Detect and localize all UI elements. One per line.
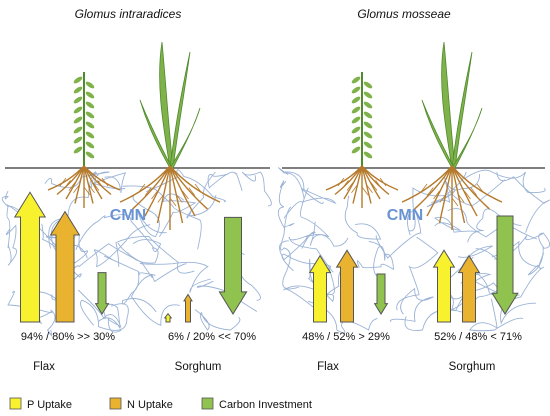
hypha-strand — [404, 281, 508, 331]
hypha-strand — [280, 206, 299, 290]
hypha-strand — [390, 287, 434, 323]
hypha-strand — [300, 187, 330, 246]
hypha-strand — [139, 261, 211, 293]
arrow-flax-p-uptake-left — [13, 191, 47, 323]
hypha-strand — [5, 224, 18, 266]
arrow-flax-n-uptake-right — [335, 249, 359, 323]
hypha-strand — [464, 169, 546, 194]
hypha-strand — [307, 300, 378, 334]
ratio-flax-left: 94% / 80% >> 30% — [21, 331, 115, 343]
hypha-strand — [146, 169, 227, 203]
panel-title-left: Glomus intraradices — [75, 7, 182, 21]
hypha-strand — [288, 231, 334, 273]
sorghum-plant-right-roots — [401, 165, 503, 230]
cmn-label-left: CMN — [110, 207, 146, 224]
hypha-strand — [433, 216, 480, 233]
uptake-arrows — [13, 191, 519, 323]
plants — [47, 41, 503, 230]
hypha-strand — [283, 187, 337, 219]
arrow-flax-p-uptake-right — [308, 254, 332, 323]
plant-name-sorghum-left: Sorghum — [175, 361, 222, 373]
flax-plant-left — [73, 72, 95, 168]
hypha-strand — [92, 172, 127, 194]
arrow-flax-carbon-left — [94, 272, 110, 315]
legend-label-n-uptake: N Uptake — [127, 399, 173, 411]
arrow-sorghum-n-uptake-right — [457, 254, 481, 323]
hypha-strand — [80, 299, 129, 331]
arrow-sorghum-p-uptake-left — [163, 312, 173, 323]
arrow-sorghum-p-uptake-right — [432, 249, 456, 323]
legend-swatch-n-uptake — [109, 397, 122, 410]
hypha-strand — [396, 236, 439, 311]
hypha-strand — [408, 171, 467, 232]
hypha-strand — [48, 217, 82, 284]
plant-name-sorghum-right: Sorghum — [449, 361, 496, 373]
hypha-strand — [127, 239, 162, 264]
hypha-strand — [194, 309, 241, 331]
hypha-strand — [186, 171, 217, 219]
legend: P Uptake N Uptake Carbon Investment — [9, 397, 312, 411]
arrow-sorghum-carbon-left — [218, 216, 248, 315]
hypha-strand — [447, 208, 538, 240]
hypha-strand — [443, 174, 506, 207]
hypha-strand — [41, 223, 88, 264]
hypha-strand — [207, 171, 243, 191]
legend-label-carbon-investment: Carbon Investment — [219, 399, 312, 411]
hypha-strand — [115, 236, 195, 274]
hypha-strand — [494, 232, 550, 260]
hypha-strand — [277, 180, 295, 228]
cmn-label-right: CMN — [387, 207, 423, 224]
arrow-flax-n-uptake-left — [49, 210, 81, 323]
plant-name-flax-left: Flax — [33, 361, 55, 373]
hypha-strand — [77, 289, 122, 333]
legend-label-p-uptake: P Uptake — [27, 399, 72, 411]
arrow-sorghum-carbon-right — [491, 215, 519, 315]
arrow-flax-carbon-right — [373, 273, 389, 315]
hypha-strand — [104, 255, 157, 313]
hypha-strand — [93, 224, 151, 268]
hypha-strand — [500, 253, 545, 325]
legend-swatch-carbon-investment — [201, 397, 214, 410]
sorghum-plant-right — [421, 41, 483, 169]
flax-plant-right-roots — [325, 165, 399, 208]
flax-plant-left-roots — [47, 165, 121, 208]
hypha-strand — [122, 185, 202, 250]
sorghum-plant-left-roots — [119, 165, 221, 230]
flax-plant-right — [351, 72, 373, 168]
ratio-flax-right: 48% / 52% > 29% — [302, 331, 390, 343]
ratio-sorghum-left: 6% / 20% << 70% — [168, 331, 256, 343]
sorghum-plant-left — [139, 41, 201, 169]
hypha-strand — [117, 242, 187, 283]
hypha-strand — [241, 171, 272, 207]
hypha-strand — [344, 195, 382, 240]
ratio-sorghum-right: 52% / 48% < 71% — [434, 331, 522, 343]
legend-swatch-p-uptake — [9, 397, 22, 410]
hypha-strand — [75, 214, 155, 251]
hypha-strand — [39, 309, 56, 337]
panel-title-right: Glomus mosseae — [357, 7, 451, 21]
hypha-strand — [130, 272, 180, 326]
hypha-strand — [496, 171, 550, 233]
hypha-strand — [426, 182, 456, 208]
hypha-strand — [67, 171, 98, 220]
hypha-strand — [132, 196, 167, 238]
hypha-strand — [278, 167, 305, 199]
plant-name-flax-right: Flax — [317, 361, 339, 373]
hypha-strand — [356, 253, 394, 271]
hypha-strand — [279, 234, 349, 261]
arrow-sorghum-n-uptake-left — [183, 293, 193, 323]
hypha-strand — [468, 298, 524, 332]
